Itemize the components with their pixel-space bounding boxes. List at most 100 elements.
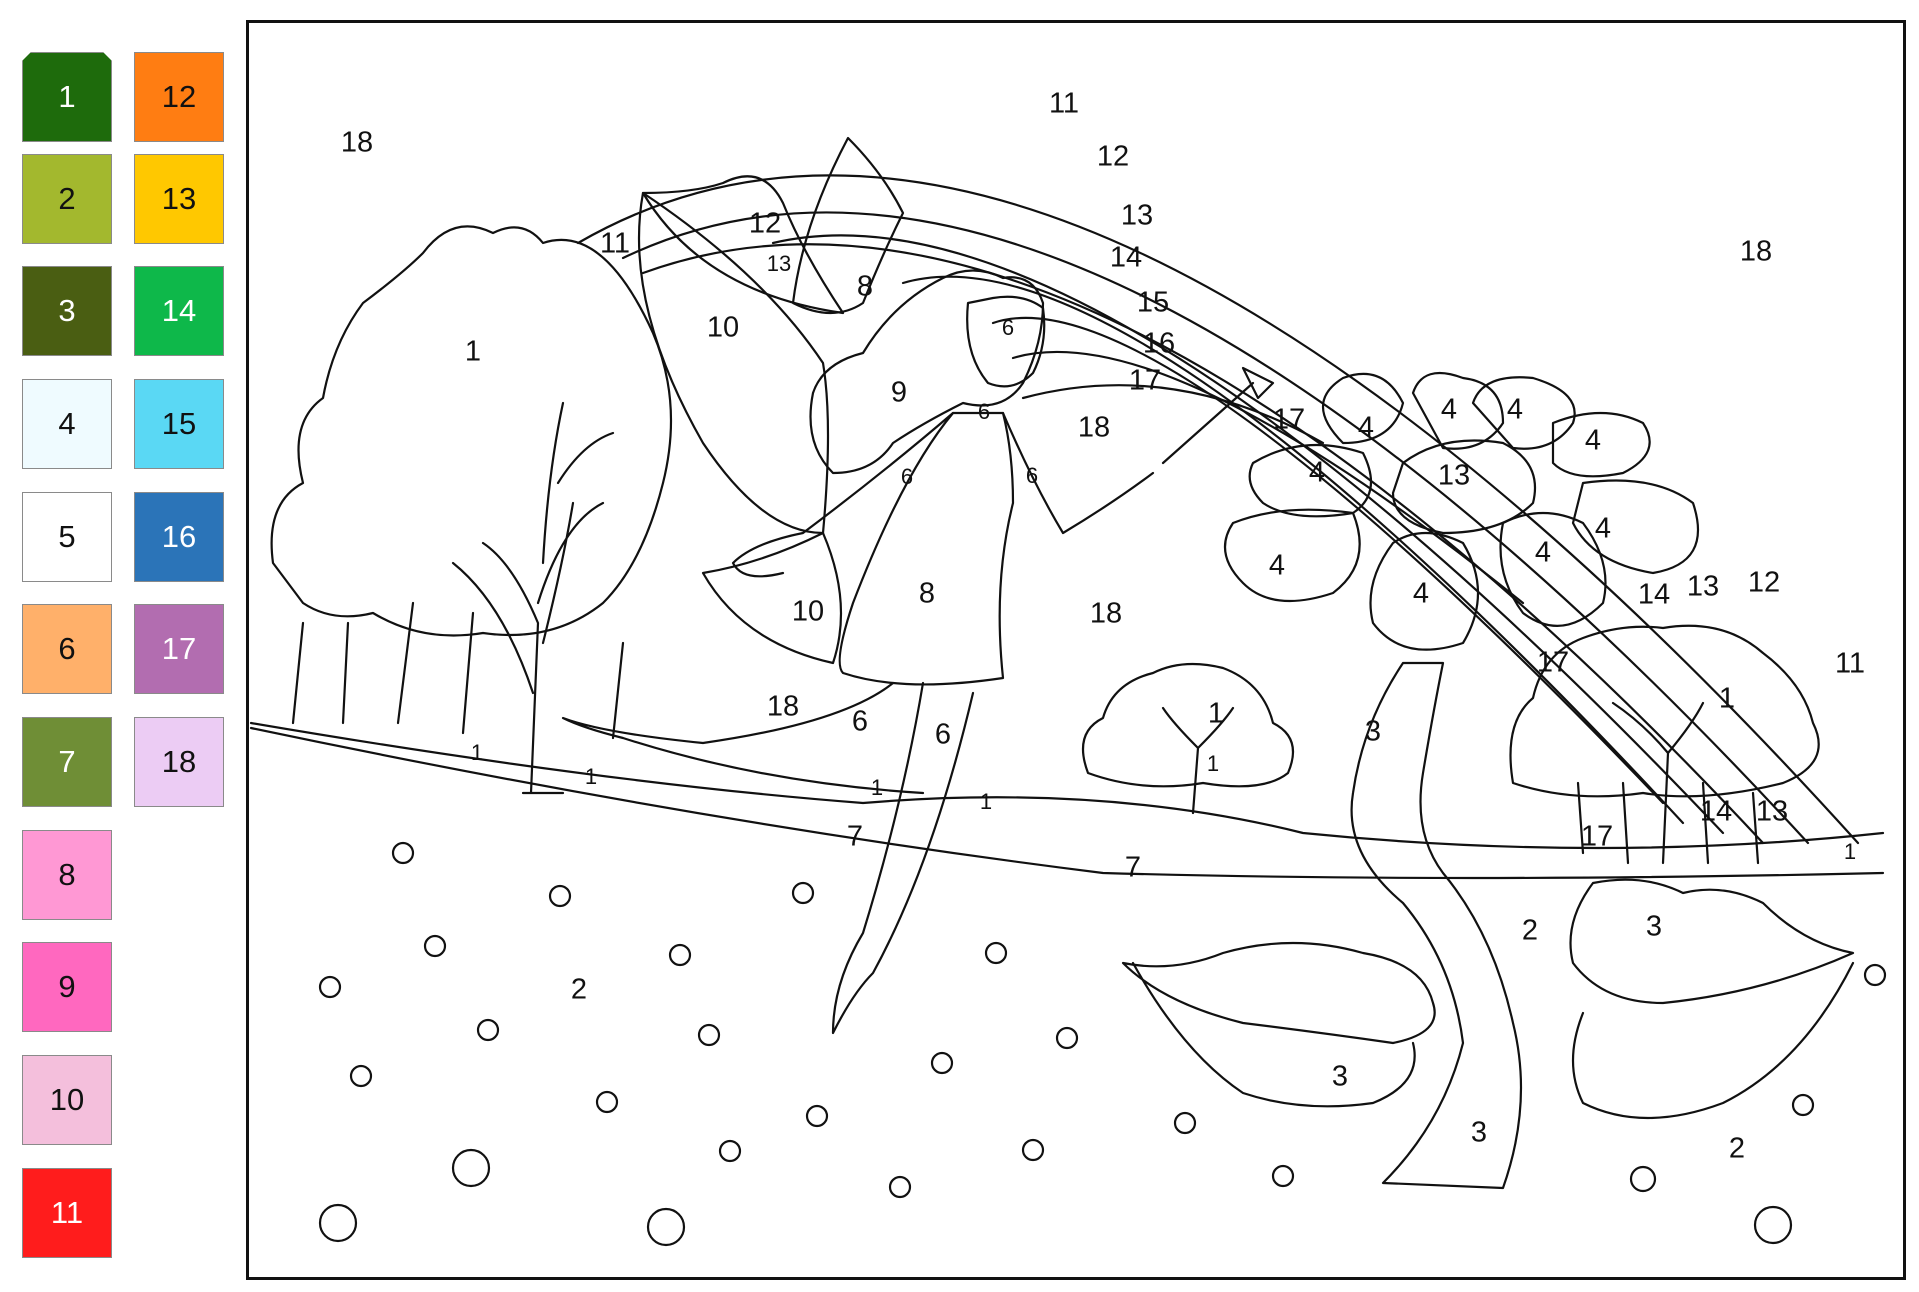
region-tree-center[interactable]: 1 — [1208, 698, 1224, 730]
palette-swatch-1[interactable]: 1 — [22, 52, 112, 142]
region-ground-path-left[interactable]: 7 — [847, 821, 863, 853]
palette-swatch-13[interactable]: 13 — [134, 154, 224, 244]
fairy-wand[interactable] — [1161, 366, 1275, 465]
flower-leaf-right[interactable] — [1569, 878, 1855, 1005]
region-neck[interactable]: 6 — [978, 399, 990, 424]
fairy-wing-right[interactable] — [791, 136, 905, 314]
flower-petal-6[interactable] — [1499, 511, 1607, 627]
region-meadow-low[interactable]: 2 — [1729, 1133, 1745, 1165]
palette-swatch-6[interactable]: 6 — [22, 604, 112, 694]
region-face[interactable]: 6 — [1002, 315, 1014, 340]
region-petal-5[interactable]: 4 — [1595, 513, 1611, 545]
region-leg-right[interactable]: 6 — [935, 719, 951, 751]
region-arc-right-14[interactable]: 14 — [1638, 579, 1670, 611]
palette-swatch-18[interactable]: 18 — [134, 717, 224, 807]
region-arc-4[interactable]: 14 — [1110, 242, 1142, 274]
palette-swatch-15[interactable]: 15 — [134, 379, 224, 469]
region-grass-1[interactable]: 1 — [471, 740, 483, 765]
region-trunks-right-13[interactable]: 13 — [1756, 796, 1788, 828]
region-trunks-right-14[interactable]: 14 — [1700, 796, 1732, 828]
region-petal-8[interactable]: 4 — [1309, 457, 1325, 489]
tree-center-canopy[interactable] — [1081, 662, 1295, 788]
region-wing-top-12[interactable]: 12 — [749, 208, 781, 240]
region-petal-3[interactable]: 4 — [1507, 394, 1523, 426]
tree-right-trunk[interactable] — [1576, 701, 1760, 865]
region-arc-5[interactable]: 15 — [1137, 287, 1169, 319]
region-grass-5[interactable]: 1 — [1844, 839, 1856, 864]
tree-center-trunk[interactable] — [1161, 706, 1235, 815]
flower-petal-9[interactable] — [1223, 508, 1361, 603]
region-hair[interactable]: 9 — [891, 377, 907, 409]
region-petal-4[interactable]: 4 — [1585, 425, 1601, 457]
tree-left-canopy[interactable] — [270, 225, 673, 637]
region-sky-mid[interactable]: 18 — [1090, 598, 1122, 630]
region-stem[interactable]: 3 — [1365, 716, 1381, 748]
palette-swatch-14[interactable]: 14 — [134, 266, 224, 356]
palette-swatch-12[interactable]: 12 — [134, 52, 224, 142]
region-star-17[interactable]: 17 — [1537, 647, 1569, 679]
fairy-leg-left[interactable] — [561, 681, 925, 795]
region-grass-6[interactable]: 1 — [1207, 751, 1219, 776]
flower-petal-4[interactable] — [1551, 411, 1651, 478]
flower-petal-7[interactable] — [1369, 532, 1479, 651]
palette-swatch-17[interactable]: 17 — [134, 604, 224, 694]
region-arm-right[interactable]: 6 — [1026, 463, 1038, 488]
rainbow-arc-8[interactable] — [1021, 384, 1325, 445]
coloring-picture[interactable]: 18 18 18 18 11 12 13 14 15 16 17 18 1 1 … — [249, 23, 1903, 1277]
region-wing-top-11[interactable]: 11 — [600, 228, 630, 260]
region-tree-left[interactable]: 1 — [465, 336, 481, 368]
region-flower-center[interactable]: 13 — [1438, 460, 1470, 492]
region-wing-lower[interactable]: 10 — [792, 596, 824, 628]
region-arc-1[interactable]: 11 — [1049, 88, 1079, 120]
region-arc-right-11[interactable]: 11 — [1835, 648, 1865, 680]
region-leg-left[interactable]: 6 — [852, 706, 868, 738]
fairy-upper-wing[interactable] — [641, 175, 845, 315]
palette-swatch-4[interactable]: 4 — [22, 379, 112, 469]
flower-center[interactable] — [1391, 439, 1537, 535]
rainbow-arc-5[interactable] — [901, 275, 1685, 825]
flower-petal-2[interactable] — [1411, 371, 1505, 450]
palette-swatch-5[interactable]: 5 — [22, 492, 112, 582]
flower-leaf-right-lower[interactable] — [1571, 961, 1855, 1120]
region-trunks-right-17[interactable]: 17 — [1581, 821, 1613, 853]
region-arm-left[interactable]: 6 — [901, 464, 913, 489]
region-arc-inner[interactable]: 18 — [1078, 412, 1110, 444]
rainbow-arc-outer[interactable] — [576, 174, 1860, 845]
region-arc-right-12[interactable]: 12 — [1748, 567, 1780, 599]
region-wand-star[interactable]: 17 — [1273, 404, 1305, 436]
palette-swatch-10[interactable]: 10 — [22, 1055, 112, 1145]
region-wing-right[interactable]: 8 — [857, 271, 873, 303]
fairy-face[interactable] — [966, 295, 1046, 388]
tree-right-canopy[interactable] — [1509, 624, 1820, 798]
region-sky-right[interactable]: 18 — [1740, 236, 1772, 268]
ground-line-top[interactable] — [249, 721, 1885, 850]
palette-swatch-2[interactable]: 2 — [22, 154, 112, 244]
flower-petal-5[interactable] — [1571, 479, 1700, 575]
fairy-hair[interactable] — [809, 269, 1045, 475]
tree-left-trunk[interactable] — [451, 401, 615, 795]
flower-petal-3[interactable] — [1471, 376, 1576, 450]
fairy-lower-wing[interactable] — [701, 531, 843, 665]
flower-petal-1[interactable] — [1321, 372, 1405, 445]
region-ground-path-mid[interactable]: 7 — [1125, 852, 1141, 884]
region-wing-upper[interactable]: 10 — [707, 312, 739, 344]
region-arc-7[interactable]: 17 — [1129, 365, 1161, 397]
ground-line-bottom[interactable] — [249, 726, 1885, 880]
region-grass-2[interactable]: 1 — [585, 764, 597, 789]
region-sky-low[interactable]: 18 — [767, 691, 799, 723]
coloring-canvas[interactable]: 18 18 18 18 11 12 13 14 15 16 17 18 1 1 … — [246, 20, 1906, 1280]
palette-swatch-11[interactable]: 11 — [22, 1168, 112, 1258]
region-tree-right[interactable]: 1 — [1719, 683, 1735, 715]
region-arc-right-13[interactable]: 13 — [1687, 571, 1719, 603]
region-arc-6[interactable]: 16 — [1143, 328, 1175, 360]
region-petal-2[interactable]: 4 — [1441, 394, 1457, 426]
flower-leaf-left[interactable] — [1121, 941, 1436, 1045]
region-petal-7[interactable]: 4 — [1413, 578, 1429, 610]
palette-swatch-3[interactable]: 3 — [22, 266, 112, 356]
fairy-leg-right[interactable] — [831, 681, 975, 1035]
fairy-arm-left[interactable] — [731, 411, 955, 578]
region-arc-2[interactable]: 12 — [1097, 141, 1129, 173]
region-wing-top-13[interactable]: 13 — [767, 251, 791, 276]
flower-leaf-bottom[interactable] — [1131, 961, 1416, 1108]
region-petal-1[interactable]: 4 — [1358, 412, 1374, 444]
